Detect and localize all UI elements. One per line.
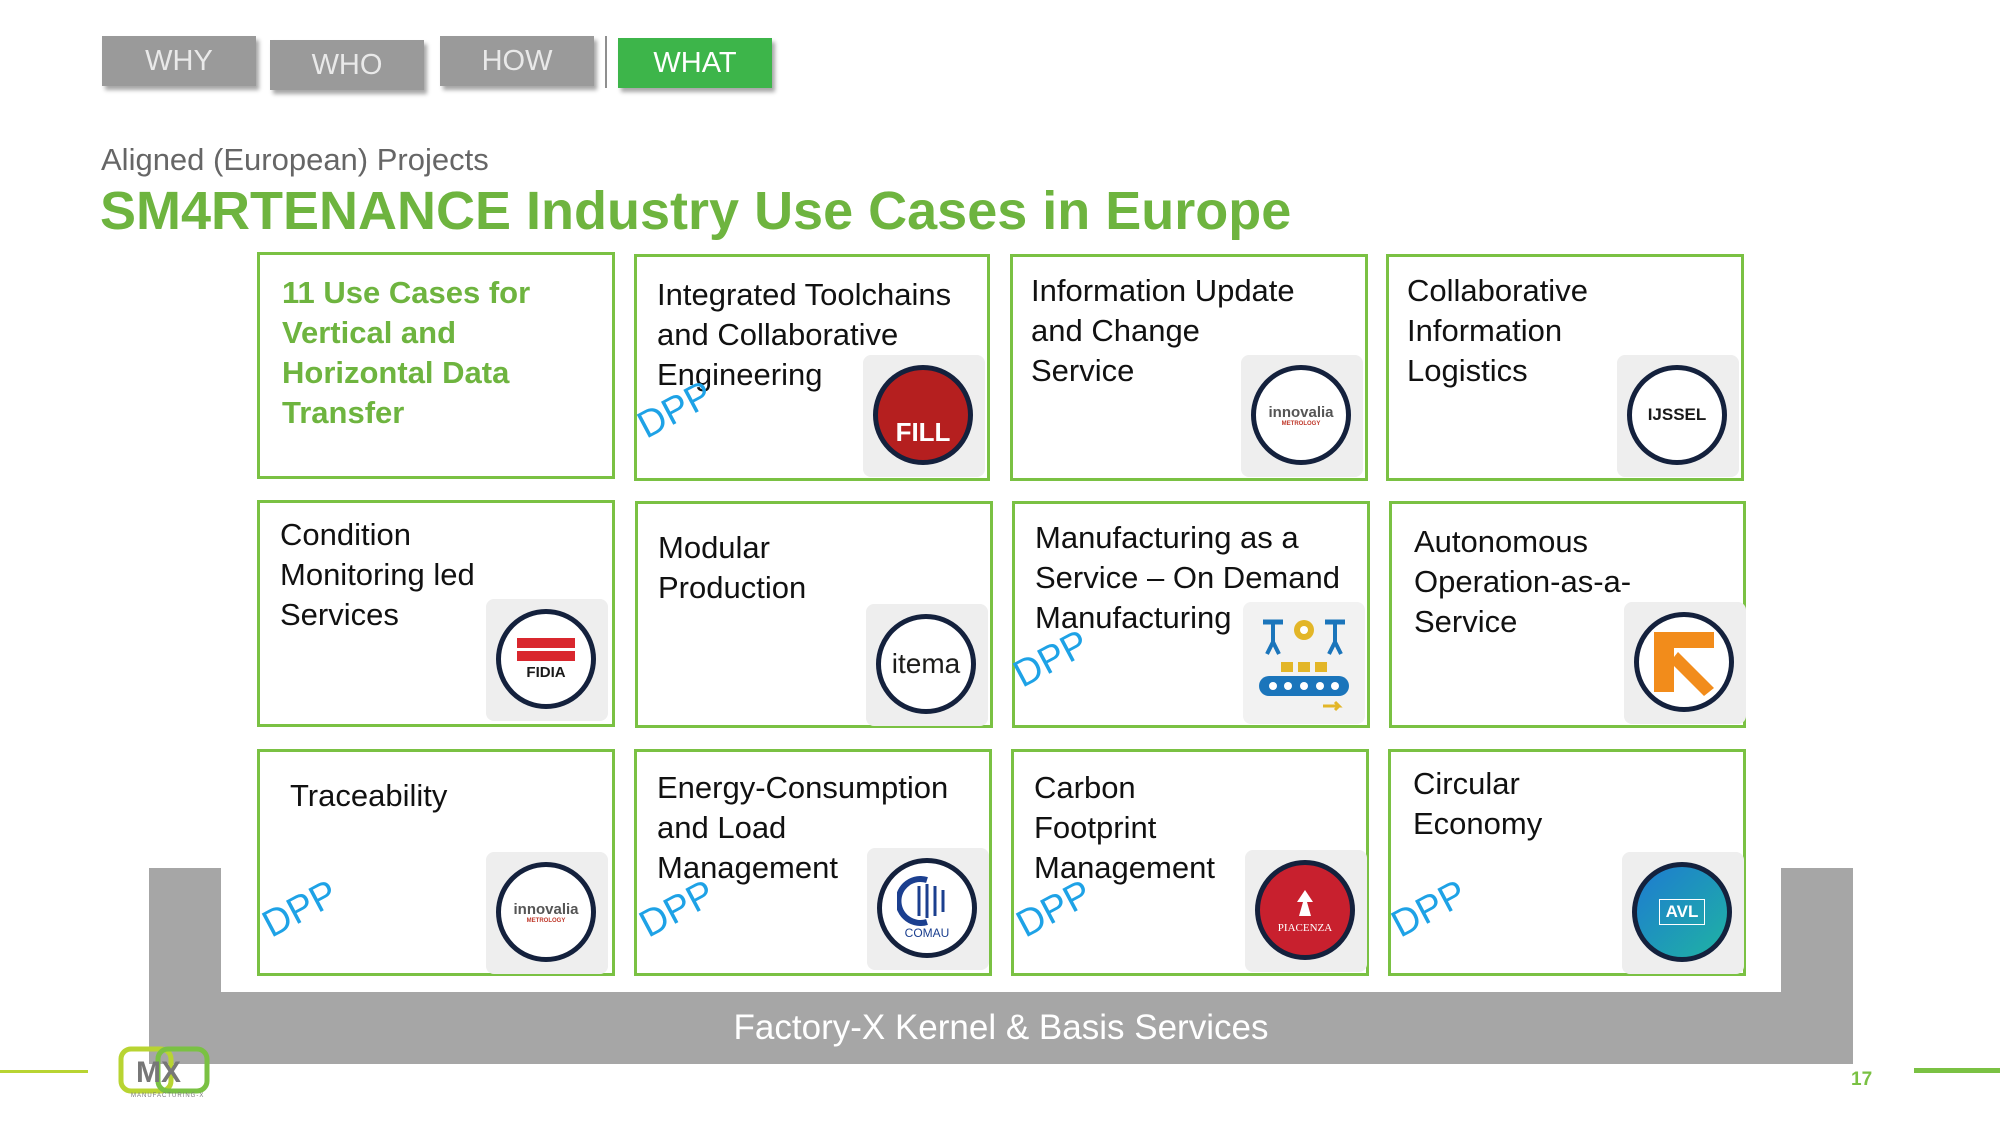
footer-line-left [0,1070,88,1073]
logo-tile: innovalia METROLOGY [1241,355,1363,477]
manufacturing-x-logo-subtext: MANUFACTURING-X [131,1093,205,1099]
tab-how[interactable]: HOW [440,36,594,86]
logo-tile: AVL [1622,852,1744,974]
tab-what[interactable]: WHAT [618,38,772,88]
ijssel-logo-icon: IJSSEL [1627,365,1727,465]
footer-line-right [1914,1068,2000,1073]
fill-logo-icon: FILL [873,365,973,465]
dpp-label: DPP [255,872,345,947]
innovalia-logo-icon: innovalia METROLOGY [1251,365,1351,465]
page-subtitle: Aligned (European) Projects [101,142,489,177]
conveyor-robot-icon [1259,619,1349,712]
kernel-left-post [149,868,221,993]
kernel-bar: Factory-X Kernel & Basis Services [149,992,1853,1064]
logo-tile: FILL [863,355,985,477]
itema-logo-icon: itema [876,614,976,714]
manufacturing-x-logo-icon: MX [118,1046,210,1096]
use-case-label: Traceability [290,778,448,813]
orange-arrow-logo-icon [1634,612,1734,712]
comau-logo-icon: COMAU [877,858,977,958]
logo-tile: innovalia METROLOGY [486,852,608,974]
logo-tile [1243,602,1365,724]
innovalia-logo-icon: innovalia METROLOGY [496,862,596,962]
avl-logo-icon: AVL [1632,862,1732,962]
use-case-card[interactable]: Traceability innovalia METROLOGY DPP [255,749,615,976]
kernel-label: Factory-X Kernel & Basis Services [733,1008,1269,1047]
page-title: SM4RTENANCE Industry Use Cases in Europe [100,181,1292,241]
logo-tile: itema [866,604,988,726]
intro-label: 11 Use Cases for Vertical and Horizontal… [282,275,531,430]
fidia-logo-icon: FIDIA [496,609,596,709]
logo-tile: FIDIA [486,599,608,721]
logo-tile: PIACENZA [1245,850,1367,972]
logo-tile: COMAU [867,848,989,970]
intro-card: 11 Use Cases for Vertical and Horizontal… [257,252,615,479]
dpp-label: DPP [1384,872,1474,947]
tab-why[interactable]: WHY [102,36,256,86]
tab-who[interactable]: WHO [270,40,424,90]
piacenza-logo-icon: PIACENZA [1255,860,1355,960]
logo-tile [1624,602,1746,724]
tab-separator [605,36,607,88]
page-number: 17 [1851,1069,1873,1090]
logo-tile: IJSSEL [1617,355,1739,477]
svg-text:MX: MX [136,1056,181,1089]
kernel-right-post [1781,868,1853,993]
